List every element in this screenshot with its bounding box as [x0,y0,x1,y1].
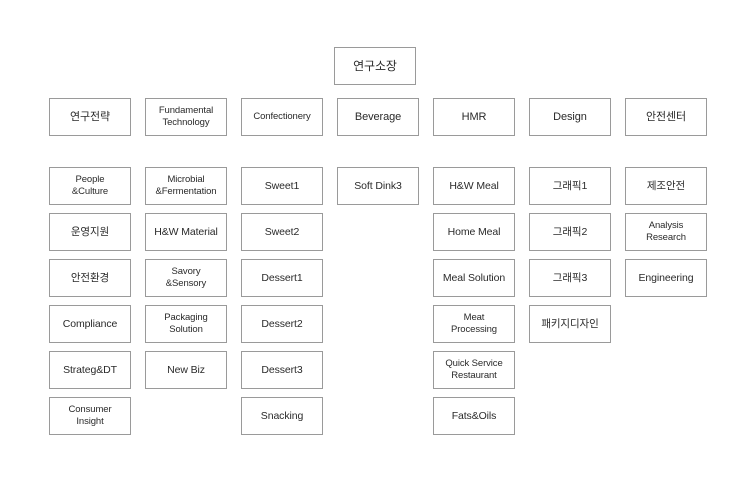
division-node-6[interactable]: Design [529,98,611,136]
team-node-2-3[interactable]: Savory &Sensory [145,259,227,297]
team-node-6-3[interactable]: 그래픽3 [529,259,611,297]
team-node-5-3[interactable]: Meal Solution [433,259,515,297]
team-node-1-6[interactable]: Consumer Insight [49,397,131,435]
division-node-7[interactable]: 안전센터 [625,98,707,136]
team-node-1-4[interactable]: Compliance [49,305,131,343]
team-node-1-5[interactable]: Strateg&DT [49,351,131,389]
team-node-5-6[interactable]: Fats&Oils [433,397,515,435]
team-node-1-1[interactable]: People &Culture [49,167,131,205]
team-node-3-1[interactable]: Sweet1 [241,167,323,205]
team-node-6-4[interactable]: 패키지디자인 [529,305,611,343]
team-node-6-1[interactable]: 그래픽1 [529,167,611,205]
team-node-5-5[interactable]: Quick Service Restaurant [433,351,515,389]
org-root-node[interactable]: 연구소장 [334,47,416,85]
team-node-3-3[interactable]: Dessert1 [241,259,323,297]
team-node-6-2[interactable]: 그래픽2 [529,213,611,251]
team-node-7-1[interactable]: 제조안전 [625,167,707,205]
division-node-4[interactable]: Beverage [337,98,419,136]
team-node-3-2[interactable]: Sweet2 [241,213,323,251]
team-node-2-2[interactable]: H&W Material [145,213,227,251]
team-node-5-1[interactable]: H&W Meal [433,167,515,205]
team-node-3-4[interactable]: Dessert2 [241,305,323,343]
team-node-1-3[interactable]: 안전환경 [49,259,131,297]
team-node-5-4[interactable]: Meat Processing [433,305,515,343]
division-node-2[interactable]: Fundamental Technology [145,98,227,136]
team-node-2-5[interactable]: New Biz [145,351,227,389]
division-node-3[interactable]: Confectionery [241,98,323,136]
team-node-2-1[interactable]: Microbial &Fermentation [145,167,227,205]
team-node-5-2[interactable]: Home Meal [433,213,515,251]
team-node-3-6[interactable]: Snacking [241,397,323,435]
division-node-1[interactable]: 연구전략 [49,98,131,136]
team-node-7-2[interactable]: Analysis Research [625,213,707,251]
team-node-2-4[interactable]: Packaging Solution [145,305,227,343]
team-node-3-5[interactable]: Dessert3 [241,351,323,389]
team-node-7-3[interactable]: Engineering [625,259,707,297]
team-node-1-2[interactable]: 운영지원 [49,213,131,251]
team-node-4-1[interactable]: Soft Dink3 [337,167,419,205]
division-node-5[interactable]: HMR [433,98,515,136]
